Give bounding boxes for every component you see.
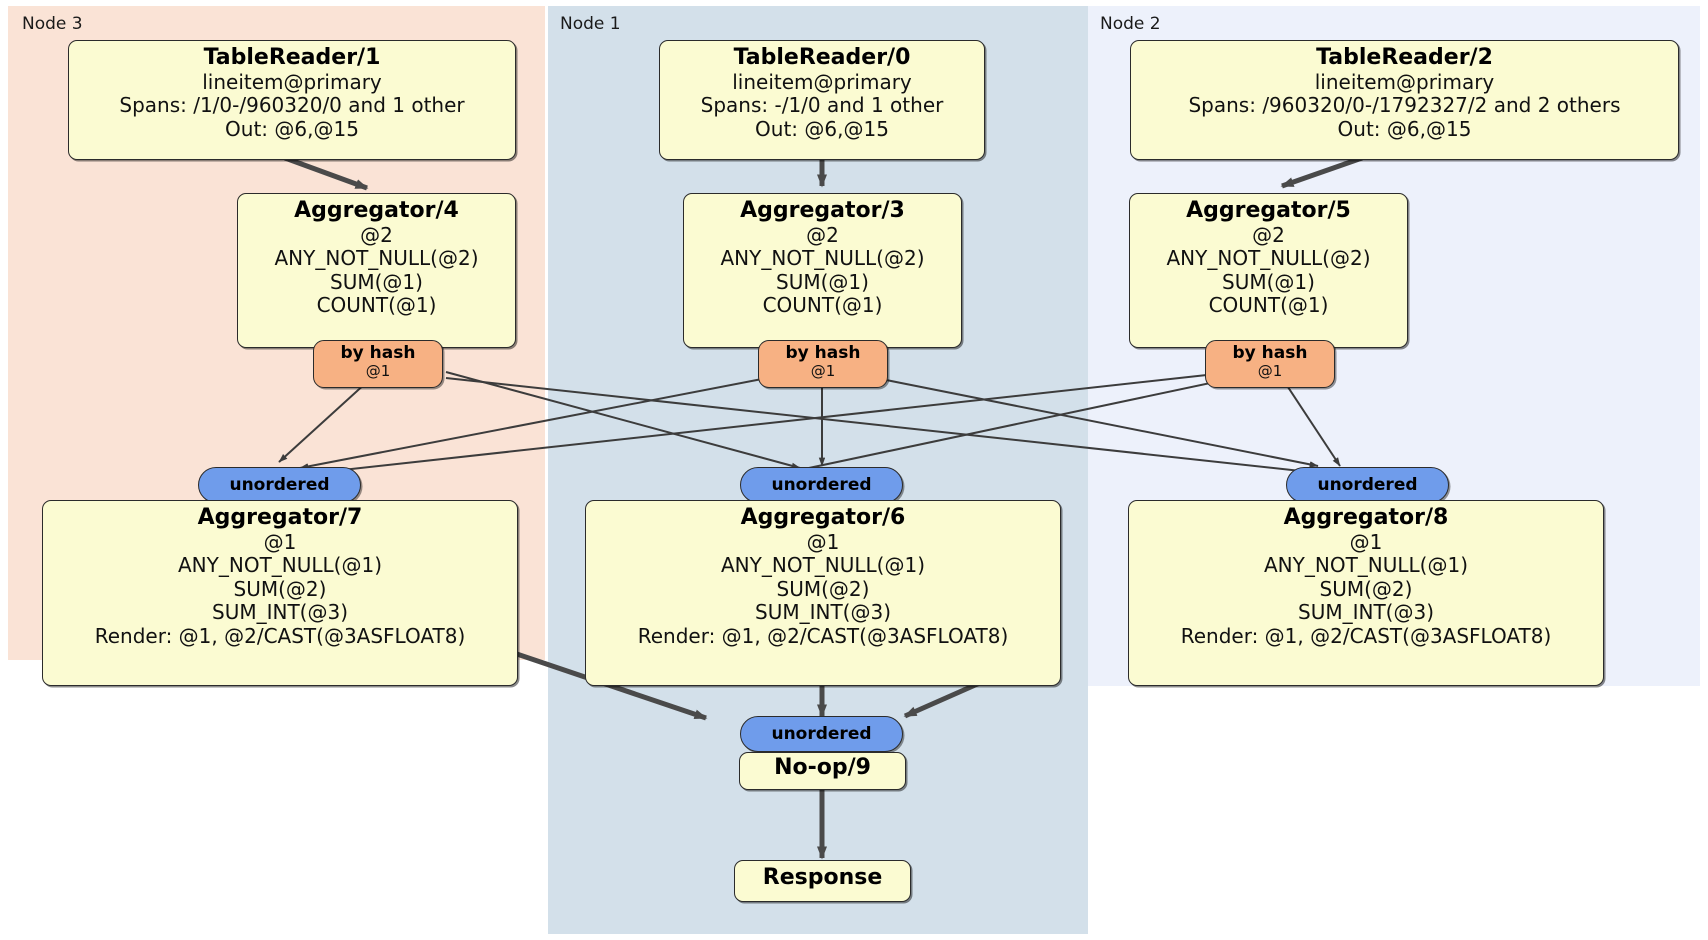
processor-title: Aggregator/5 xyxy=(1186,198,1351,223)
processor-detail: Out: @6,@15 xyxy=(755,116,889,141)
processor-render: Render: @1, @2/CAST(@3ASFLOAT8) xyxy=(1180,623,1552,648)
processor-detail: SUM(@2) xyxy=(776,576,870,601)
synchronizer-left[interactable]: unordered xyxy=(198,467,361,503)
processor-detail: Spans: /1/0-/960320/0 and 1 other xyxy=(119,93,465,118)
processor-detail: ANY_NOT_NULL(@2) xyxy=(274,246,479,271)
hash-router-label: by hash xyxy=(340,343,416,363)
processor-detail: lineitem@primary xyxy=(732,69,912,94)
processor-detail: SUM_INT(@3) xyxy=(1298,600,1434,625)
node-label-node3: Node 3 xyxy=(22,14,83,34)
processor-title: Aggregator/8 xyxy=(1283,505,1449,530)
processor-detail: COUNT(@1) xyxy=(316,293,437,318)
processor-title: TableReader/2 xyxy=(1316,45,1493,70)
processor-aggregator-6[interactable]: Aggregator/6 @1 ANY_NOT_NULL(@1) SUM(@2)… xyxy=(585,500,1061,686)
processor-title: Aggregator/3 xyxy=(740,198,905,223)
hash-router-key: @1 xyxy=(810,361,836,380)
processor-detail: ANY_NOT_NULL(@1) xyxy=(178,553,382,578)
hash-router-key: @1 xyxy=(1257,361,1283,380)
processor-detail: ANY_NOT_NULL(@2) xyxy=(1166,246,1371,271)
processor-detail: SUM(@1) xyxy=(1222,269,1315,294)
processor-detail: COUNT(@1) xyxy=(1208,293,1329,318)
processor-detail: @1 xyxy=(806,529,840,554)
processor-title: Aggregator/7 xyxy=(197,505,363,530)
processor-detail: lineitem@primary xyxy=(202,69,382,94)
processor-aggregator-3[interactable]: Aggregator/3 @2 ANY_NOT_NULL(@2) SUM(@1)… xyxy=(683,193,962,348)
processor-detail: @2 xyxy=(806,222,839,247)
processor-aggregator-4[interactable]: Aggregator/4 @2 ANY_NOT_NULL(@2) SUM(@1)… xyxy=(237,193,516,348)
processor-detail: @1 xyxy=(1349,529,1383,554)
processor-table-reader-2[interactable]: TableReader/2 lineitem@primary Spans: /9… xyxy=(1130,40,1679,160)
processor-render: Render: @1, @2/CAST(@3ASFLOAT8) xyxy=(637,623,1009,648)
processor-table-reader-1[interactable]: TableReader/1 lineitem@primary Spans: /1… xyxy=(68,40,516,160)
hash-router-label: by hash xyxy=(1232,343,1308,363)
processor-render: Render: @1, @2/CAST(@3ASFLOAT8) xyxy=(94,623,466,648)
hash-router-right[interactable]: by hash @1 xyxy=(1205,340,1335,388)
processor-response[interactable]: Response xyxy=(734,860,911,902)
processor-aggregator-8[interactable]: Aggregator/8 @1 ANY_NOT_NULL(@1) SUM(@2)… xyxy=(1128,500,1604,686)
node-label-node1: Node 1 xyxy=(560,14,621,34)
processor-title: Aggregator/6 xyxy=(740,505,906,530)
synchronizer-label: unordered xyxy=(229,475,330,495)
node-label-node2: Node 2 xyxy=(1100,14,1161,34)
hash-router-center[interactable]: by hash @1 xyxy=(758,340,888,388)
processor-detail: ANY_NOT_NULL(@1) xyxy=(1264,553,1468,578)
hash-router-label: by hash xyxy=(785,343,861,363)
processor-detail: Spans: -/1/0 and 1 other xyxy=(700,93,944,118)
processor-title: TableReader/1 xyxy=(203,45,381,70)
processor-title: No-op/9 xyxy=(774,755,871,780)
synchronizer-label: unordered xyxy=(1317,475,1418,495)
processor-detail: ANY_NOT_NULL(@1) xyxy=(721,553,925,578)
processor-detail: @2 xyxy=(1252,222,1285,247)
synchronizer-label: unordered xyxy=(771,724,872,744)
processor-aggregator-7[interactable]: Aggregator/7 @1 ANY_NOT_NULL(@1) SUM(@2)… xyxy=(42,500,518,686)
processor-detail: @1 xyxy=(263,529,297,554)
hash-router-key: @1 xyxy=(365,361,391,380)
processor-detail: SUM(@1) xyxy=(330,269,423,294)
processor-detail: @2 xyxy=(360,222,393,247)
processor-detail: SUM(@2) xyxy=(233,576,327,601)
processor-aggregator-5[interactable]: Aggregator/5 @2 ANY_NOT_NULL(@2) SUM(@1)… xyxy=(1129,193,1408,348)
synchronizer-right[interactable]: unordered xyxy=(1286,467,1449,503)
processor-detail: SUM_INT(@3) xyxy=(212,600,348,625)
processor-title: TableReader/0 xyxy=(733,45,911,70)
processor-title: Aggregator/4 xyxy=(294,198,459,223)
processor-detail: SUM_INT(@3) xyxy=(755,600,891,625)
processor-detail: SUM(@2) xyxy=(1319,576,1413,601)
processor-noop-9[interactable]: No-op/9 xyxy=(739,752,906,790)
synchronizer-center[interactable]: unordered xyxy=(740,467,903,503)
processor-detail: SUM(@1) xyxy=(776,269,869,294)
processor-title: Response xyxy=(762,865,883,890)
processor-detail: lineitem@primary xyxy=(1314,69,1495,94)
synchronizer-final[interactable]: unordered xyxy=(740,716,903,752)
processor-detail: Out: @6,@15 xyxy=(225,116,359,141)
processor-detail: Spans: /960320/0-/1792327/2 and 2 others xyxy=(1188,93,1621,118)
synchronizer-label: unordered xyxy=(771,475,872,495)
processor-detail: COUNT(@1) xyxy=(762,293,883,318)
processor-table-reader-0[interactable]: TableReader/0 lineitem@primary Spans: -/… xyxy=(659,40,985,160)
hash-router-left[interactable]: by hash @1 xyxy=(313,340,443,388)
processor-detail: Out: @6,@15 xyxy=(1337,116,1472,141)
processor-detail: ANY_NOT_NULL(@2) xyxy=(720,246,925,271)
